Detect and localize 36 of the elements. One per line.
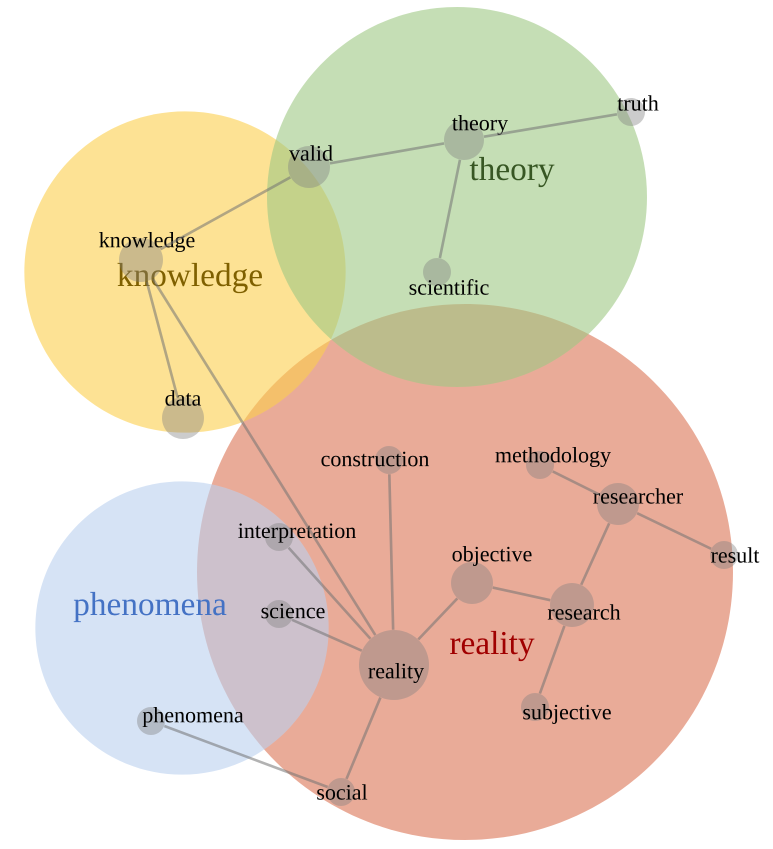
connector-line bbox=[164, 724, 328, 788]
connector-line bbox=[152, 278, 376, 636]
connector-line bbox=[417, 598, 458, 640]
connector-line bbox=[288, 546, 372, 640]
word-node: reality bbox=[359, 630, 429, 700]
connector-line bbox=[345, 697, 382, 780]
word-node: phenomena bbox=[137, 707, 244, 735]
connector-line bbox=[160, 176, 292, 250]
word-node: science bbox=[262, 600, 325, 628]
word-node: result bbox=[710, 541, 760, 569]
connector-line bbox=[580, 522, 610, 586]
connector-line bbox=[292, 618, 362, 652]
word-node: researcher bbox=[593, 483, 683, 525]
connector-line bbox=[330, 142, 444, 165]
node-label: scientific bbox=[410, 279, 489, 295]
connector-line bbox=[552, 470, 600, 496]
word-node: research bbox=[548, 583, 620, 627]
word-node: subjective bbox=[521, 693, 611, 724]
word-node: truth bbox=[617, 95, 658, 126]
word-node: social bbox=[317, 778, 368, 806]
word-node: data bbox=[162, 390, 204, 439]
word-node: methodology bbox=[495, 447, 611, 479]
connector-line bbox=[492, 586, 551, 602]
connector-line bbox=[484, 113, 618, 138]
node-label: objective bbox=[452, 546, 532, 566]
word-node: valid bbox=[288, 145, 333, 188]
connector-line bbox=[388, 474, 394, 630]
word-node: scientific bbox=[410, 258, 489, 295]
connector-line bbox=[636, 512, 712, 550]
node-label: methodology bbox=[495, 447, 611, 468]
connector-line bbox=[438, 160, 462, 258]
connector-line bbox=[538, 625, 566, 694]
word-node: interpretation bbox=[238, 523, 356, 551]
connector-line bbox=[145, 281, 179, 398]
word-node: objective bbox=[451, 546, 532, 604]
word-node: construction bbox=[321, 446, 430, 474]
